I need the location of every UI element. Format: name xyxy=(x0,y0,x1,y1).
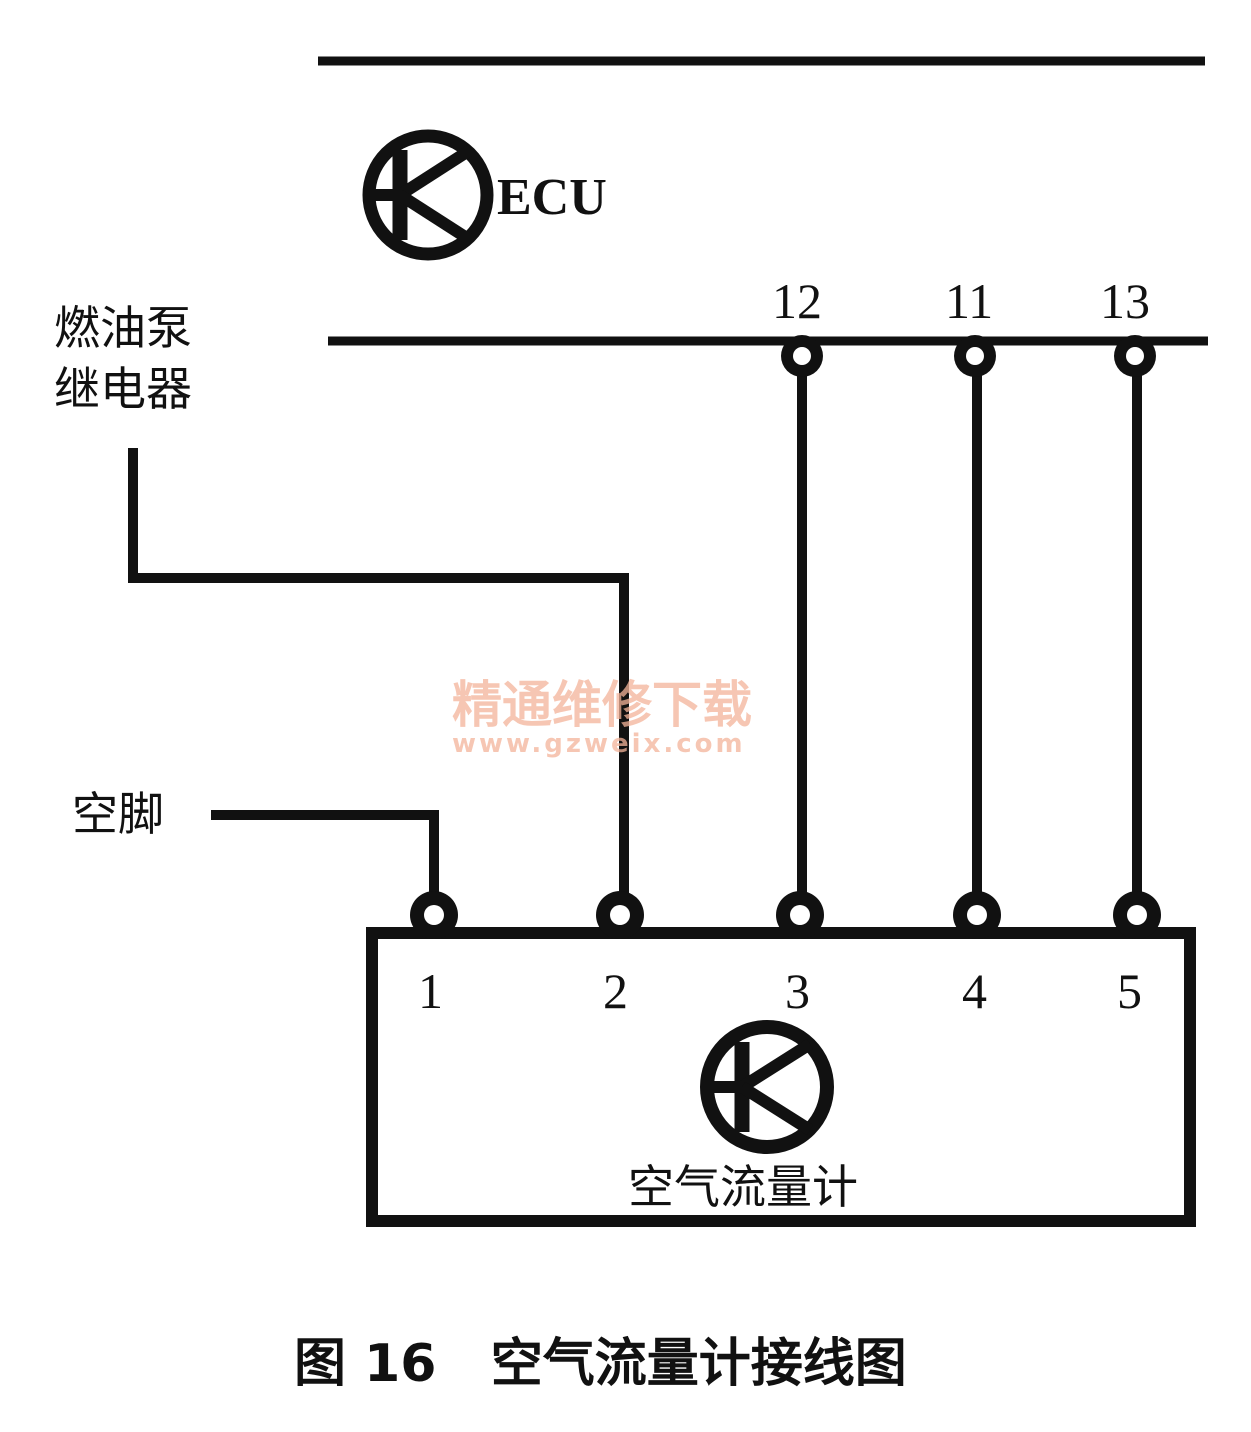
meter-terminal-node-2 xyxy=(596,891,644,939)
ecu-terminal-node-12 xyxy=(781,335,823,377)
meter-terminal-node-5 xyxy=(1113,891,1161,939)
ecu-pin-11-label: 11 xyxy=(945,273,993,329)
meter-pin-2-label: 2 xyxy=(603,963,628,1019)
ecu-pin-12-label: 12 xyxy=(772,273,822,329)
ecu-pin-13-label: 13 xyxy=(1100,273,1150,329)
meter-terminal-node-3 xyxy=(776,891,824,939)
meter-transistor-icon xyxy=(700,1020,834,1154)
meter-terminal-node-4 xyxy=(953,891,1001,939)
ecu-label: ECU xyxy=(497,169,607,226)
meter-pin-5-label: 5 xyxy=(1117,963,1142,1019)
figure-caption: 图 16 空气流量计接线图 xyxy=(294,1334,907,1394)
ecu-transistor-icon xyxy=(362,129,494,261)
watermark-title: 精通维修下载 xyxy=(452,676,752,734)
relay-label-line1: 燃油泵 xyxy=(54,301,192,355)
relay-wire xyxy=(128,448,629,917)
unused-pin-label: 空脚 xyxy=(72,787,164,841)
meter-pin-3-label: 3 xyxy=(785,963,810,1019)
watermark-url: www.gzweix.com xyxy=(452,729,746,759)
ecu-terminal-node-13 xyxy=(1114,335,1156,377)
relay-label-line2: 继电器 xyxy=(54,362,192,416)
air-flow-meter-label: 空气流量计 xyxy=(628,1160,858,1214)
air-flow-meter-box xyxy=(366,927,1196,1227)
ecu-terminal-node-11 xyxy=(954,335,996,377)
meter-pin-1-label: 1 xyxy=(418,963,443,1019)
meter-terminal-node-1 xyxy=(410,891,458,939)
unused-pin-wire xyxy=(211,810,439,917)
meter-pin-4-label: 4 xyxy=(962,963,987,1019)
